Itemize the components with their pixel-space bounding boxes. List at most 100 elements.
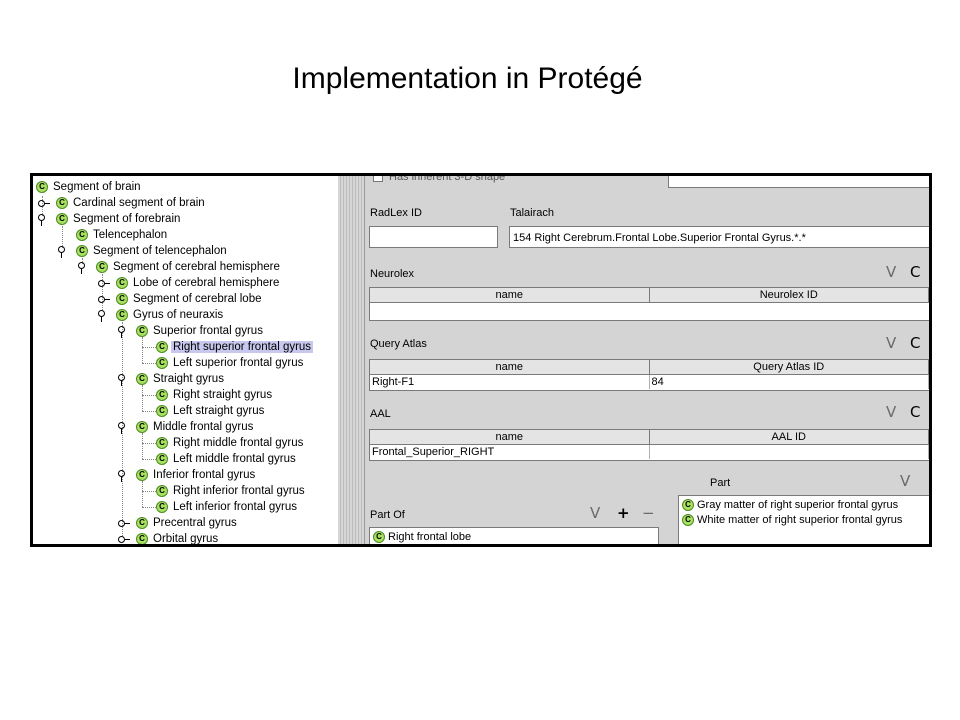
tree-connector — [142, 459, 156, 460]
class-icon: C — [156, 453, 168, 465]
tree-item-middle-frontal-gyrus[interactable]: C Middle frontal gyrus — [136, 419, 255, 435]
column-header-neurolex-id[interactable]: Neurolex ID — [650, 288, 929, 302]
class-icon: C — [156, 357, 168, 369]
collapse-toggle-icon[interactable] — [98, 279, 110, 287]
expand-toggle-icon[interactable] — [118, 374, 130, 386]
class-icon: C — [36, 181, 48, 193]
class-icon: C — [76, 229, 88, 241]
list-item[interactable]: C Gray matter of right superior frontal … — [682, 499, 898, 511]
expand-toggle-icon[interactable] — [78, 262, 90, 274]
neurolex-table[interactable]: name Neurolex ID — [369, 287, 929, 321]
tree-item-telencephalon[interactable]: C Telencephalon — [76, 227, 169, 243]
pane-splitter[interactable] — [338, 176, 365, 544]
class-icon: C — [156, 389, 168, 401]
tree-item-inferior-frontal-gyrus[interactable]: C Inferior frontal gyrus — [136, 467, 257, 483]
class-icon: C — [56, 213, 68, 225]
cell-name: Frontal_Superior_RIGHT — [370, 445, 650, 459]
tree-item-gyrus-of-neuraxis[interactable]: C Gyrus of neuraxis — [116, 307, 225, 323]
query-atlas-view-button[interactable]: V — [886, 334, 897, 352]
tree-item-segment-of-cerebral-hemisphere[interactable]: C Segment of cerebral hemisphere — [96, 259, 282, 275]
table-header: name Query Atlas ID — [370, 360, 929, 375]
tree-item-left-inferior-frontal-gyrus[interactable]: C Left inferior frontal gyrus — [156, 499, 299, 515]
list-item[interactable]: C Right frontal lobe — [373, 531, 471, 543]
tree-connector — [142, 507, 156, 508]
part-of-list[interactable]: C Right frontal lobe — [369, 527, 659, 544]
part-of-remove-button[interactable]: − — [642, 504, 655, 522]
list-item[interactable]: C White matter of right superior frontal… — [682, 514, 902, 526]
expand-toggle-icon[interactable] — [38, 214, 50, 226]
column-header-name[interactable]: name — [370, 430, 650, 444]
talairach-label: Talairach — [510, 207, 555, 219]
class-icon: C — [76, 245, 88, 257]
class-icon: C — [156, 405, 168, 417]
table-header: name Neurolex ID — [370, 288, 929, 303]
tree-connector — [62, 226, 63, 248]
class-icon: C — [136, 373, 148, 385]
query-atlas-label: Query Atlas — [370, 338, 427, 350]
expand-toggle-icon[interactable] — [98, 310, 110, 322]
class-icon: C — [156, 341, 168, 353]
column-header-name[interactable]: name — [370, 288, 650, 302]
part-view-button[interactable]: V — [900, 472, 911, 490]
tree-item-right-middle-frontal-gyrus[interactable]: C Right middle frontal gyrus — [156, 435, 305, 451]
radlex-id-field[interactable] — [369, 226, 498, 248]
radlex-id-label: RadLex ID — [370, 207, 422, 219]
protege-window: C Segment of brain C Cardinal segment of… — [30, 173, 932, 547]
query-atlas-table[interactable]: name Query Atlas ID Right-F1 84 — [369, 359, 929, 391]
tree-connector — [142, 395, 156, 396]
part-list[interactable]: C Gray matter of right superior frontal … — [678, 495, 929, 544]
column-header-aal-id[interactable]: AAL ID — [650, 430, 929, 444]
tree-connector — [142, 337, 143, 363]
expand-toggle-icon[interactable] — [118, 422, 130, 434]
aal-create-button[interactable]: C — [910, 403, 921, 421]
tree-item-superior-frontal-gyrus[interactable]: C Superior frontal gyrus — [136, 323, 265, 339]
tree-item-cardinal-segment[interactable]: C Cardinal segment of brain — [56, 195, 207, 211]
class-icon: C — [136, 517, 148, 529]
aal-view-button[interactable]: V — [886, 403, 897, 421]
tree-connector — [142, 491, 156, 492]
tree-item-right-straight-gyrus[interactable]: C Right straight gyrus — [156, 387, 274, 403]
tree-item-right-inferior-frontal-gyrus[interactable]: C Right inferior frontal gyrus — [156, 483, 307, 499]
expand-toggle-icon[interactable] — [58, 246, 70, 258]
tree-connector — [82, 258, 83, 264]
collapse-toggle-icon[interactable] — [98, 295, 110, 303]
tree-connector — [142, 347, 156, 348]
top-field[interactable] — [668, 176, 929, 188]
neurolex-create-button[interactable]: C — [910, 263, 921, 281]
tree-item-segment-of-cerebral-lobe[interactable]: C Segment of cerebral lobe — [116, 291, 264, 307]
collapse-toggle-icon[interactable] — [38, 199, 50, 207]
collapse-toggle-icon[interactable] — [118, 519, 130, 527]
cell-name: Right-F1 — [370, 375, 650, 389]
aal-label: AAL — [370, 408, 391, 420]
part-of-view-button[interactable]: V — [590, 504, 601, 522]
tree-item-segment-of-forebrain[interactable]: C Segment of forebrain — [56, 211, 182, 227]
tree-item-segment-of-telencephalon[interactable]: C Segment of telencephalon — [76, 243, 229, 259]
class-icon: C — [56, 197, 68, 209]
talairach-field[interactable]: 154 Right Cerebrum.Frontal Lobe.Superior… — [509, 226, 929, 248]
tree-item-left-straight-gyrus[interactable]: C Left straight gyrus — [156, 403, 266, 419]
class-tree: C Segment of brain C Cardinal segment of… — [33, 176, 339, 544]
table-row[interactable]: Right-F1 84 — [370, 375, 929, 389]
collapse-toggle-icon[interactable] — [118, 535, 130, 543]
query-atlas-create-button[interactable]: C — [910, 334, 921, 352]
expand-toggle-icon[interactable] — [118, 470, 130, 482]
cell-id — [650, 445, 929, 459]
has-3d-shape-checkbox[interactable] — [373, 176, 383, 182]
tree-item-straight-gyrus[interactable]: C Straight gyrus — [136, 371, 226, 387]
column-header-query-atlas-id[interactable]: Query Atlas ID — [650, 360, 929, 374]
aal-table[interactable]: name AAL ID Frontal_Superior_RIGHT — [369, 429, 929, 461]
table-row[interactable]: Frontal_Superior_RIGHT — [370, 445, 929, 459]
tree-item-left-middle-frontal-gyrus[interactable]: C Left middle frontal gyrus — [156, 451, 298, 467]
tree-item-lobe-of-cerebral-hemisphere[interactable]: C Lobe of cerebral hemisphere — [116, 275, 281, 291]
tree-item-precentral-gyrus[interactable]: C Precentral gyrus — [136, 515, 239, 531]
tree-connector — [142, 385, 143, 411]
tree-item-right-superior-frontal-gyrus[interactable]: C Right superior frontal gyrus — [156, 339, 314, 355]
expand-toggle-icon[interactable] — [118, 326, 130, 338]
tree-item-orbital-gyrus[interactable]: C Orbital gyrus — [136, 531, 220, 544]
tree-connector — [122, 322, 123, 536]
column-header-name[interactable]: name — [370, 360, 650, 374]
tree-item-left-superior-frontal-gyrus[interactable]: C Left superior frontal gyrus — [156, 355, 305, 371]
neurolex-view-button[interactable]: V — [886, 263, 897, 281]
part-of-add-button[interactable]: + — [617, 504, 630, 522]
tree-item-segment-of-brain[interactable]: C Segment of brain — [36, 179, 143, 195]
